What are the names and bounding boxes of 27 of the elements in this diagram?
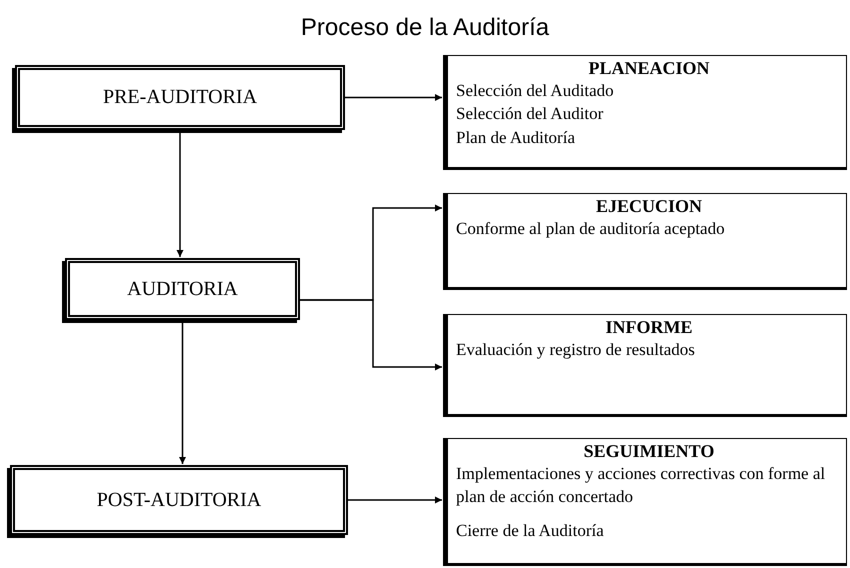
detail-box — [443, 55, 847, 170]
detail-text: Selección del Auditado — [456, 80, 615, 102]
stage-label: AUDITORIA — [127, 278, 238, 300]
arrow — [176, 133, 184, 257]
detail-text: Cierre de la Auditoría — [456, 520, 605, 542]
stage-box — [15, 65, 345, 130]
detail-text: Evaluación y registro de resultados — [456, 338, 696, 361]
stage-label: PRE-AUDITORIA — [102, 86, 258, 109]
detail-box — [443, 193, 847, 290]
detail-heading: EJECUCION — [594, 196, 703, 217]
detail-heading: SEGUIMIENTO — [582, 441, 716, 462]
arrow — [179, 323, 186, 464]
stage-box — [65, 258, 300, 320]
detail-box — [443, 314, 847, 417]
arrow — [348, 496, 442, 504]
detail-heading: PLANEACION — [587, 58, 710, 79]
detail-text: Conforme al plan de auditoría aceptado — [456, 218, 726, 240]
stage-label: POST-AUDITORIA — [96, 488, 262, 512]
stage-box — [10, 465, 348, 535]
diagram-title: Proceso de la Auditoría — [300, 14, 550, 42]
detail-text: Selección del Auditor — [456, 103, 604, 126]
detail-text: Plan de Auditoría — [456, 127, 576, 150]
detail-text: Implementaciones y acciones correctivas con forme al plan de acción concertado — [456, 462, 826, 508]
detail-box — [443, 438, 847, 566]
detail-heading: INFORME — [604, 317, 694, 338]
arrow — [300, 299, 442, 370]
arrow — [345, 94, 442, 101]
